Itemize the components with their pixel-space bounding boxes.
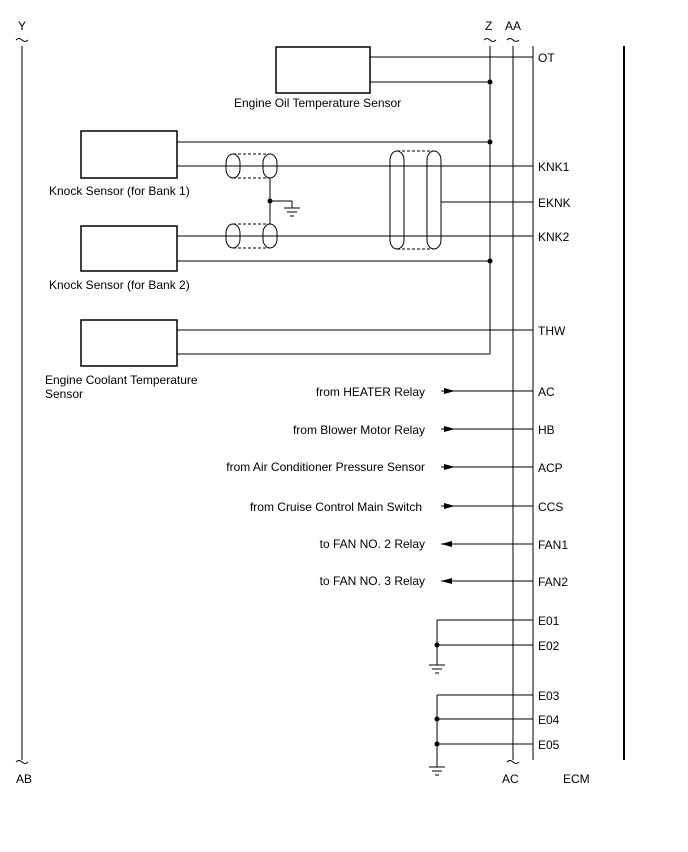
junction-dot <box>434 741 440 747</box>
arrow-left-icon <box>441 541 452 547</box>
ground-icon <box>284 201 300 217</box>
signal-heater-relay-label: from HEATER Relay <box>316 385 425 399</box>
signal-fan3-relay: to FAN NO. 3 Relay <box>320 574 533 588</box>
arrow-right-icon <box>444 426 455 432</box>
pin-hb: HB <box>538 423 555 437</box>
signal-ac-pressure-sensor: from Air Conditioner Pressure Sensor <box>226 460 533 474</box>
knock-sensor-2-box <box>80 225 178 272</box>
signal-blower-motor-relay-label: from Blower Motor Relay <box>293 423 425 437</box>
signal-fan2-relay-label: to FAN NO. 2 Relay <box>320 537 425 551</box>
knock-sensor-2-label: Knock Sensor (for Bank 2) <box>49 278 190 292</box>
pin-knk1: KNK1 <box>538 160 570 174</box>
knock-sensor-1-label: Knock Sensor (for Bank 1) <box>49 184 190 198</box>
oil-temp-sensor-box <box>275 46 371 94</box>
junction-dot <box>434 716 440 722</box>
pin-eknk: EKNK <box>538 196 571 210</box>
pin-ccs: CCS <box>538 500 563 514</box>
signal-fan3-relay-label: to FAN NO. 3 Relay <box>320 574 425 588</box>
pin-e04: E04 <box>538 713 560 727</box>
pin-fan1: FAN1 <box>538 538 568 552</box>
break-mark-ac-bottom <box>506 760 520 764</box>
connector-ab-label: AB <box>16 772 32 786</box>
signal-ac-pressure-sensor-label: from Air Conditioner Pressure Sensor <box>226 460 425 474</box>
connector-aa-label: AA <box>505 19 521 33</box>
signal-cruise-main-switch: from Cruise Control Main Switch <box>250 500 533 514</box>
break-mark-ab-bottom <box>15 760 29 764</box>
pin-e05: E05 <box>538 738 560 752</box>
connector-ac-label: AC <box>502 772 519 786</box>
arrow-right-icon <box>444 464 455 470</box>
junction-dot <box>434 642 440 648</box>
shield-right <box>389 150 442 250</box>
signal-cruise-main-switch-label: from Cruise Control Main Switch <box>250 500 422 514</box>
oil-temp-sensor-label: Engine Oil Temperature Sensor <box>234 96 401 110</box>
pin-thw: THW <box>538 324 566 338</box>
junction-dot <box>487 139 493 145</box>
pin-ot: OT <box>538 51 555 65</box>
knock-sensor-1-box <box>80 130 178 179</box>
shield-left-lower <box>225 223 278 249</box>
connector-z-label: Z <box>485 19 492 33</box>
coolant-temp-sensor-label-2: Sensor <box>45 387 83 401</box>
break-mark-aa-top <box>506 38 520 42</box>
pin-acp: ACP <box>538 461 563 475</box>
break-mark-z-top <box>483 38 497 42</box>
signal-heater-relay: from HEATER Relay <box>316 385 533 399</box>
arrow-right-icon <box>444 503 455 509</box>
coolant-temp-sensor-box <box>80 319 178 367</box>
break-mark-y-top <box>15 38 29 42</box>
signal-fan2-relay: to FAN NO. 2 Relay <box>320 537 533 551</box>
arrow-left-icon <box>441 578 452 584</box>
connector-y-label: Y <box>18 19 26 33</box>
pin-fan2: FAN2 <box>538 575 568 589</box>
junction-dot <box>487 258 493 264</box>
arrow-right-icon <box>444 388 455 394</box>
junction-dot <box>487 79 493 85</box>
pin-knk2: KNK2 <box>538 230 570 244</box>
coolant-temp-sensor-label-1: Engine Coolant Temperature <box>45 373 198 387</box>
pin-e02: E02 <box>538 639 560 653</box>
ground-icon <box>429 766 445 776</box>
ground-icon <box>429 664 445 674</box>
signal-blower-motor-relay: from Blower Motor Relay <box>293 423 533 437</box>
pin-e03: E03 <box>538 689 560 703</box>
ecm-label: ECM <box>563 772 590 786</box>
pin-ac: AC <box>538 385 555 399</box>
pin-e01: E01 <box>538 614 560 628</box>
